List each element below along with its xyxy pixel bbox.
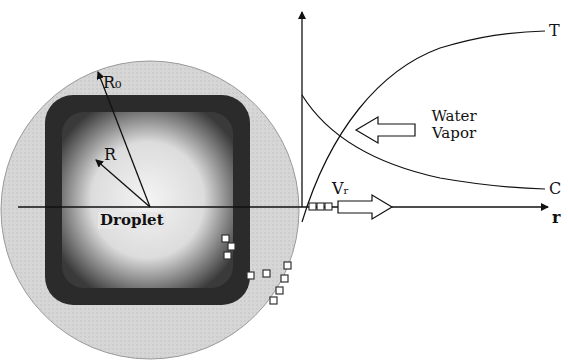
vapor-film (1, 61, 299, 359)
vapor-label: Water Vapor (420, 108, 488, 141)
curve-label: T (549, 22, 560, 40)
value-axis (301, 12, 302, 207)
velocity-label: Vᵣ (332, 180, 349, 198)
vapor-molecules (222, 235, 291, 304)
velocity-arrow (338, 195, 392, 219)
molecule-squares (309, 203, 332, 210)
temperature-curve (302, 31, 545, 222)
vapor-arrow (356, 117, 415, 143)
curve-label: C (549, 180, 561, 198)
r-axis (18, 206, 548, 207)
axis-label: r (552, 209, 560, 227)
radius-label: R (104, 146, 116, 164)
radius-arrow (96, 160, 150, 207)
concentration-curve (302, 95, 545, 189)
droplet-label: Droplet (98, 212, 166, 229)
radius-arrow (98, 72, 150, 207)
radius-label: R₀ (103, 74, 121, 92)
